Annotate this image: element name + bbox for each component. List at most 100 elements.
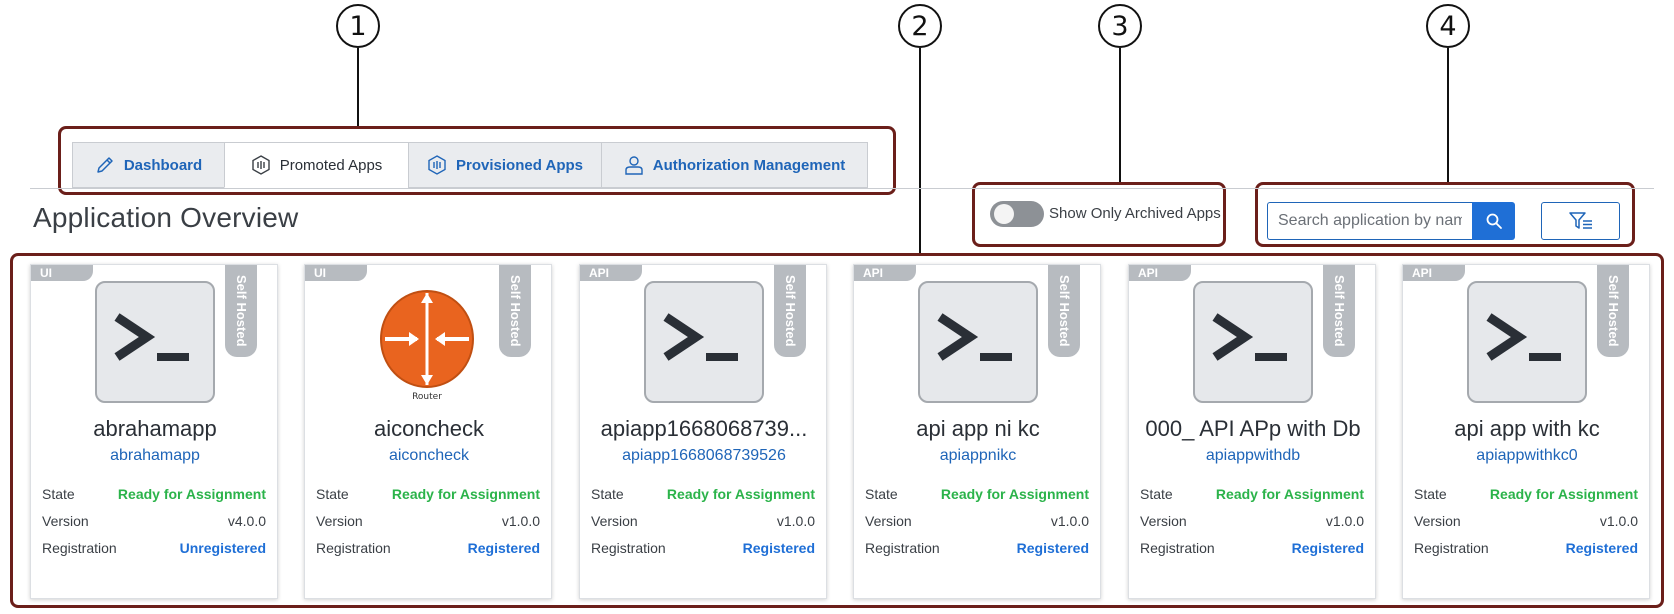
version-value: v1.0.0	[776, 513, 815, 529]
filter-icon	[1568, 212, 1592, 229]
state-value: Ready for Assignment	[1215, 486, 1364, 502]
archived-apps-toggle[interactable]	[990, 201, 1044, 227]
application-card[interactable]: API Self Hosted api app with kc apiappwi…	[1402, 264, 1650, 599]
version-value: v4.0.0	[227, 513, 266, 529]
state-value: Ready for Assignment	[391, 486, 540, 502]
tab-promoted-apps[interactable]: Promoted Apps	[224, 142, 408, 188]
tab-promoted-apps-label: Promoted Apps	[279, 156, 383, 174]
tab-provisioned-apps[interactable]: Provisioned Apps	[408, 142, 601, 188]
terminal-icon	[644, 281, 764, 403]
tab-authorization-management[interactable]: Authorization Management	[601, 142, 868, 188]
callout-1-leader	[357, 48, 359, 126]
pencil-icon	[97, 157, 113, 173]
registration-value: Registered	[742, 540, 815, 556]
app-type-badge: API	[1403, 265, 1465, 281]
filter-button[interactable]	[1541, 202, 1620, 240]
state-value: Ready for Assignment	[117, 486, 266, 502]
application-card[interactable]: API Self Hosted 000_ API APp with Db api…	[1128, 264, 1376, 599]
callout-2-box	[10, 253, 1664, 608]
app-name: 000_ API APp with Db	[1145, 416, 1361, 441]
version-value: v1.0.0	[1599, 513, 1638, 529]
app-name: apiapp1668068739...	[600, 416, 808, 441]
application-card[interactable]: UI Self Hosted Router aiconcheck aiconch…	[304, 264, 552, 599]
app-id-link[interactable]: apiappwithkc0	[1476, 447, 1578, 464]
tab-provisioned-apps-label: Provisioned Apps	[456, 156, 583, 174]
app-tab-bar: Dashboard Promoted Apps Provisioned Apps…	[72, 142, 868, 188]
search-input[interactable]	[1267, 202, 1472, 240]
tab-authorization-management-label: Authorization Management	[652, 156, 846, 174]
router-icon: Router	[380, 290, 474, 402]
app-type-badge: API	[1129, 265, 1191, 281]
router-caption: Router	[412, 392, 442, 402]
archived-apps-toggle-label: Show Only Archived Apps	[1049, 205, 1221, 222]
app-badge-icon	[428, 155, 446, 175]
callout-2-leader	[919, 48, 921, 253]
callout-3-box	[972, 182, 1226, 247]
app-type-badge: UI	[31, 265, 93, 281]
version-value: v1.0.0	[501, 513, 540, 529]
version-value: v1.0.0	[1325, 513, 1364, 529]
app-name: aiconcheck	[373, 416, 485, 441]
app-name: api app with kc	[1454, 416, 1600, 441]
tab-dashboard-label: Dashboard	[123, 156, 203, 174]
hosting-badge: Self Hosted	[1597, 265, 1629, 357]
toggle-knob	[994, 204, 1014, 224]
callout-4: 4	[1426, 4, 1470, 48]
registration-value: Unregistered	[179, 540, 266, 556]
callout-4-box	[1255, 182, 1635, 247]
terminal-icon	[918, 281, 1038, 403]
app-id-link[interactable]: apiappnikc	[939, 447, 1017, 464]
app-name: api app ni kc	[916, 416, 1040, 441]
app-id-link[interactable]: aiconcheck	[388, 447, 470, 464]
terminal-icon	[95, 281, 215, 403]
app-name: abrahamapp	[93, 416, 217, 441]
registration-value: Registered	[467, 540, 540, 556]
app-id-link[interactable]: abrahamapp	[110, 447, 200, 464]
app-badge-icon	[252, 155, 270, 175]
tab-dashboard[interactable]: Dashboard	[72, 142, 224, 188]
callout-3-leader	[1119, 48, 1121, 182]
state-value: Ready for Assignment	[1489, 486, 1638, 502]
search-button[interactable]	[1472, 202, 1515, 240]
app-id-link[interactable]: apiappwithdb	[1205, 447, 1301, 464]
callout-1: 1	[336, 4, 380, 48]
hosting-badge: Self Hosted	[499, 265, 531, 357]
page-title: Application Overview	[33, 202, 299, 233]
version-value: v1.0.0	[1050, 513, 1089, 529]
callout-2: 2	[898, 4, 942, 48]
app-type-badge: API	[580, 265, 642, 281]
terminal-icon	[1193, 281, 1313, 403]
application-card[interactable]: API Self Hosted api app ni kc apiappnikc…	[853, 264, 1101, 599]
user-icon	[625, 156, 643, 175]
state-value: Ready for Assignment	[666, 486, 815, 502]
application-card[interactable]: UI Self Hosted abrahamapp abrahamapp Sta…	[30, 264, 278, 599]
state-value: Ready for Assignment	[940, 486, 1089, 502]
callout-1-box	[58, 126, 896, 195]
hosting-badge: Self Hosted	[774, 265, 806, 357]
hosting-badge: Self Hosted	[1048, 265, 1080, 357]
application-card[interactable]: API Self Hosted apiapp1668068739... apia…	[579, 264, 827, 599]
callout-3: 3	[1098, 4, 1142, 48]
tab-divider	[30, 188, 1654, 189]
hosting-badge: Self Hosted	[1323, 265, 1355, 357]
app-type-badge: API	[854, 265, 916, 281]
app-id-link[interactable]: apiapp1668068739526	[622, 447, 786, 464]
registration-value: Registered	[1016, 540, 1089, 556]
